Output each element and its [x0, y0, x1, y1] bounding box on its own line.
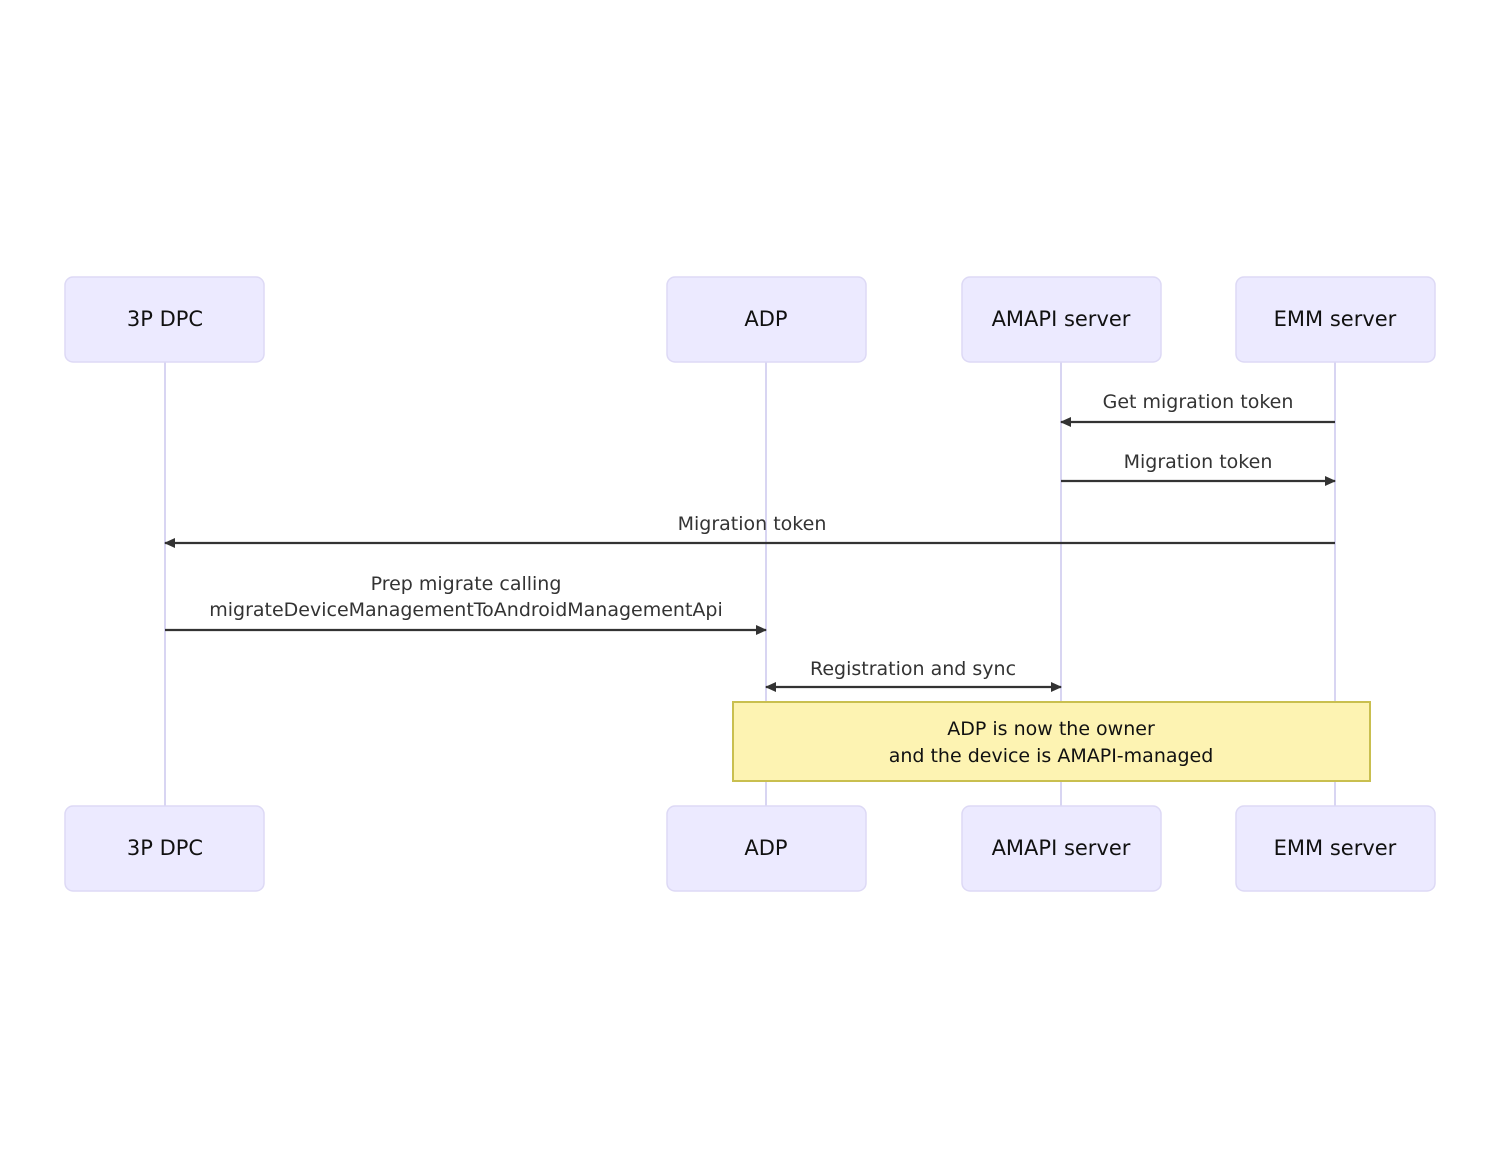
- participant-box-adp-bottom[interactable]: [666, 805, 867, 892]
- participant-label-emm-top: EMM server: [1274, 307, 1397, 331]
- participant-dpc-bottom[interactable]: 3P DPC: [64, 805, 265, 892]
- participant-box-amapi-bottom[interactable]: [961, 805, 1162, 892]
- participant-dpc-top[interactable]: 3P DPC: [64, 276, 265, 363]
- note-text-line1: ADP is now the owner: [947, 718, 1155, 740]
- participant-label-dpc-bottom: 3P DPC: [127, 836, 203, 860]
- participant-box-amapi-top[interactable]: [961, 276, 1162, 363]
- note-box: [732, 701, 1371, 782]
- note-text-line2: and the device is AMAPI-managed: [889, 745, 1214, 767]
- message-label-m2: Migration token: [1124, 451, 1273, 473]
- participant-emm-top[interactable]: EMM server: [1235, 276, 1436, 363]
- participant-amapi-top[interactable]: AMAPI server: [961, 276, 1162, 363]
- participant-box-emm-top[interactable]: [1235, 276, 1436, 363]
- participant-adp-top[interactable]: ADP: [666, 276, 867, 363]
- participant-box-adp-top[interactable]: [666, 276, 867, 363]
- participant-box-emm-bottom[interactable]: [1235, 805, 1436, 892]
- participant-label-adp-top: ADP: [744, 307, 787, 331]
- participant-amapi-bottom[interactable]: AMAPI server: [961, 805, 1162, 892]
- note-adp-owner: ADP is now the owner and the device is AM…: [732, 701, 1371, 782]
- message-label-m4-line1: Prep migrate calling: [371, 573, 562, 595]
- participant-label-amapi-bottom: AMAPI server: [992, 836, 1131, 860]
- participant-label-amapi-top: AMAPI server: [992, 307, 1131, 331]
- message-m4: Prep migrate calling migrateDeviceManagem…: [165, 573, 767, 635]
- participant-label-dpc-top: 3P DPC: [127, 307, 203, 331]
- participant-box-dpc-top[interactable]: [64, 276, 265, 363]
- message-m5: Registration and sync: [765, 658, 1062, 692]
- participant-box-dpc-bottom[interactable]: [64, 805, 265, 892]
- message-label-m5: Registration and sync: [810, 658, 1016, 680]
- message-label-m4-line2: migrateDeviceManagementToAndroidManageme…: [209, 599, 723, 621]
- message-label-m1: Get migration token: [1103, 391, 1294, 413]
- message-m3: Migration token: [164, 513, 1335, 548]
- message-m2: Migration token: [1061, 451, 1336, 486]
- participant-label-emm-bottom: EMM server: [1274, 836, 1397, 860]
- participant-emm-bottom[interactable]: EMM server: [1235, 805, 1436, 892]
- message-label-m3: Migration token: [678, 513, 827, 535]
- participant-label-adp-bottom: ADP: [744, 836, 787, 860]
- participant-adp-bottom[interactable]: ADP: [666, 805, 867, 892]
- message-m1: Get migration token: [1060, 391, 1335, 427]
